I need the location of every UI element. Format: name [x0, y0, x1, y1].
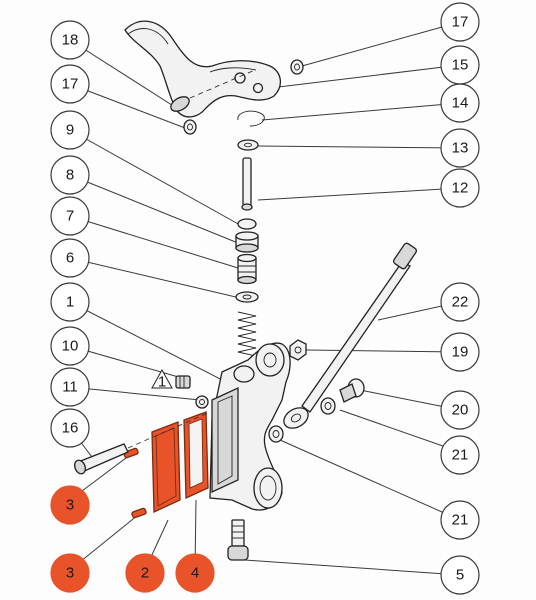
callout-label-c10: 10: [62, 338, 79, 355]
washer-part-21-left: [268, 425, 284, 443]
callout-label-c2: 2: [141, 565, 149, 582]
callout-label-c22: 22: [452, 294, 469, 311]
seal-part-11: [195, 395, 209, 409]
screw-part-3-upper: [123, 447, 139, 459]
piston-part-8: [235, 231, 259, 253]
piston-part-7: [237, 253, 257, 285]
callout-16: 16: [50, 408, 90, 448]
banjo-bolt-part-20: [339, 378, 365, 403]
callout-17-left: 17: [50, 64, 90, 104]
callout-label-c12: 12: [452, 180, 469, 197]
callout-2: 2: [125, 553, 165, 593]
callout-6: 6: [50, 238, 90, 278]
callout-21-upper: 21: [440, 435, 480, 475]
callout-label-c18: 18: [62, 32, 79, 49]
warning-mark: 1: [158, 374, 166, 391]
callout-15: 15: [440, 45, 480, 85]
callout-20: 20: [440, 390, 480, 430]
leader-lines: [69, 21, 461, 576]
push-rod-part-12: [241, 157, 253, 211]
callout-label-c13: 13: [452, 140, 469, 157]
callout-label-c15: 15: [452, 57, 469, 74]
callout-4: 4: [175, 553, 215, 593]
cover-part-2: [151, 421, 181, 514]
spring-part: [237, 311, 257, 357]
seal-part-6: [235, 291, 259, 303]
nut-part-19: [289, 339, 307, 361]
callout-7: 7: [50, 196, 90, 236]
lever-part-15: [124, 20, 281, 118]
callout-13: 13: [440, 128, 480, 168]
gasket-part-4: [183, 411, 209, 499]
callout-label-c3a: 3: [66, 497, 74, 514]
circlip-part-14: [237, 110, 265, 127]
callout-22: 22: [440, 282, 480, 322]
callout-label-c20: 20: [452, 402, 469, 419]
washer-part-21-right: [320, 397, 336, 415]
callout-label-c21a: 21: [452, 447, 469, 464]
callout-label-c21b: 21: [452, 512, 469, 529]
washer-part-17-right: [290, 59, 304, 75]
washer-part-17-left: [183, 119, 197, 135]
callout-3-upper: 3: [50, 485, 90, 525]
callout-label-c14: 14: [452, 95, 469, 112]
callout-17-top-right: 17: [440, 2, 480, 42]
callout-14: 14: [440, 83, 480, 123]
callout-label-c8: 8: [66, 167, 74, 184]
callout-8: 8: [50, 155, 90, 195]
callout-21-lower: 21: [440, 500, 480, 540]
callout-12: 12: [440, 168, 480, 208]
callout-5: 5: [440, 555, 480, 595]
seal-part-9: [237, 218, 257, 230]
callout-label-c17b: 17: [62, 76, 79, 93]
callout-label-c9: 9: [66, 122, 74, 139]
callout-label-c17a: 17: [452, 14, 469, 31]
callout-label-c7: 7: [66, 208, 74, 225]
callout-1: 1: [50, 282, 90, 322]
callout-label-c11: 11: [62, 379, 78, 396]
pin-part-18: [170, 69, 256, 112]
callout-10: 10: [50, 326, 90, 366]
callout-18: 18: [50, 20, 90, 60]
screw-part-3-lower: [131, 507, 147, 519]
washer-part-13: [237, 139, 259, 151]
hose-part-22: [283, 242, 417, 429]
pin-part-16: [74, 411, 211, 475]
callout-label-c4: 4: [191, 565, 199, 582]
callout-label-c6: 6: [66, 250, 74, 267]
callout-label-c19: 19: [452, 344, 469, 361]
master-cylinder-body-part-1: [209, 342, 291, 511]
callout-19: 19: [440, 332, 480, 372]
clamp-bolt-part-5: [227, 519, 249, 561]
bleed-screw-part-10: [175, 375, 191, 389]
callout-11: 11: [50, 367, 90, 407]
warning-triangle-icon: 1: [151, 368, 173, 391]
callout-label-c3b: 3: [66, 565, 74, 582]
callout-9: 9: [50, 110, 90, 150]
callout-label-c5: 5: [456, 567, 464, 584]
callout-label-c16: 16: [62, 420, 79, 437]
callout-label-c1: 1: [66, 294, 74, 311]
callout-3-lower: 3: [50, 553, 90, 593]
